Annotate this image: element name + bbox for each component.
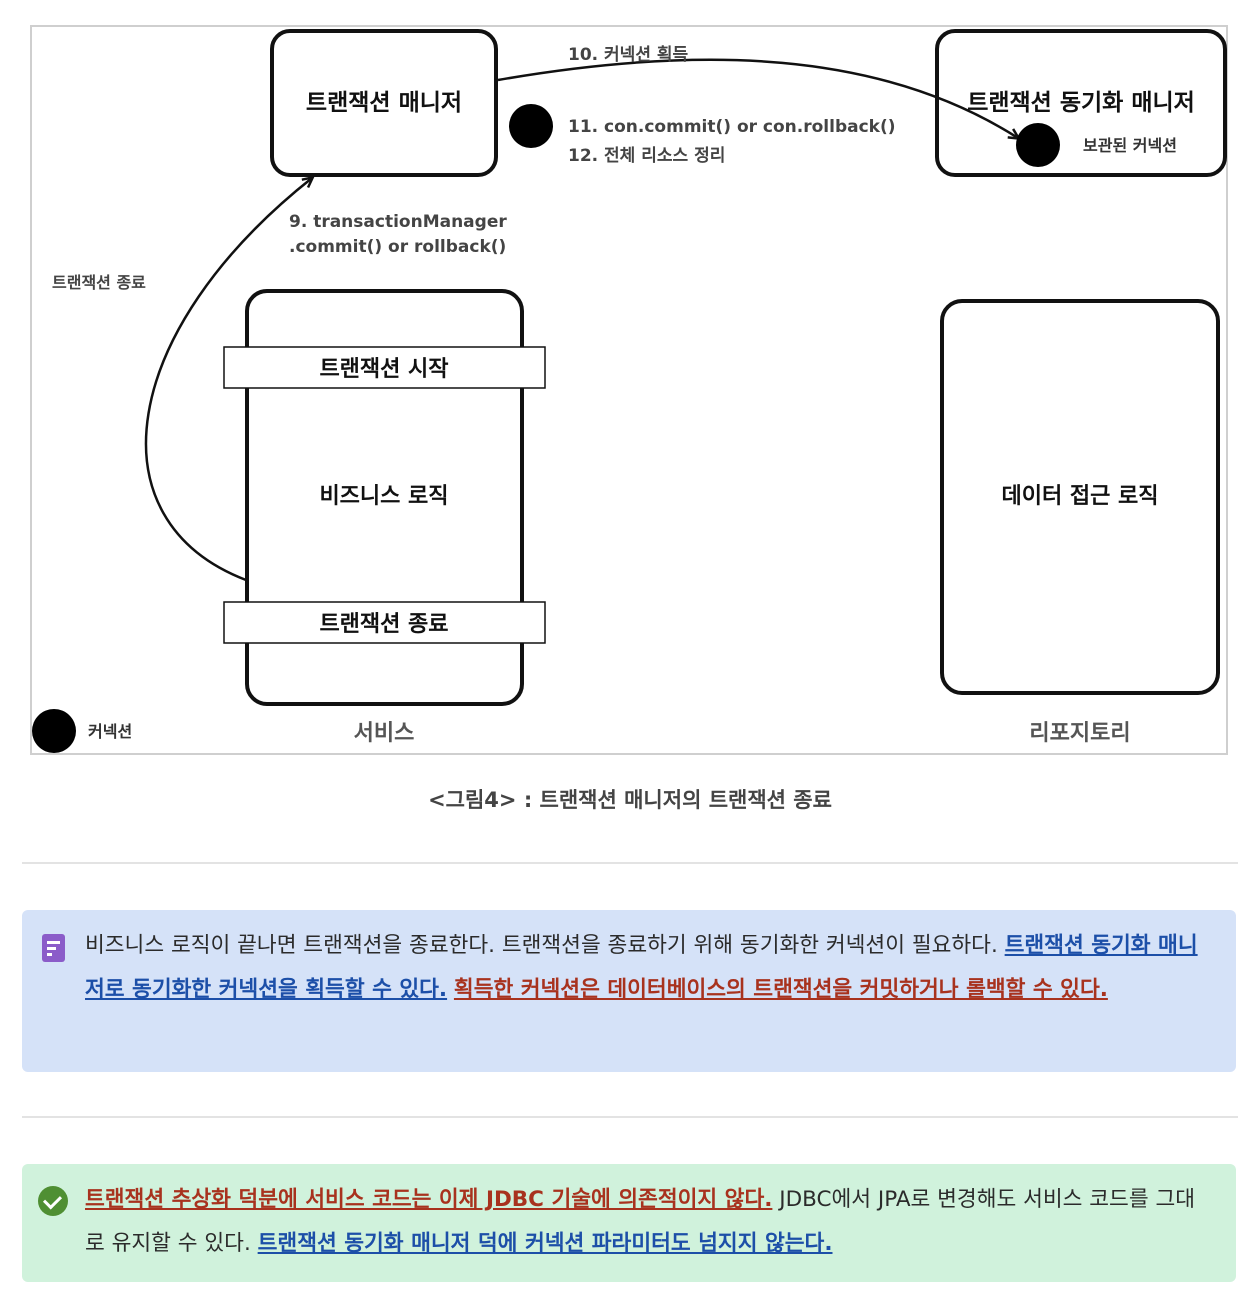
arrow-commit <box>144 178 312 582</box>
info-red-highlight: 획득한 커넥션은 데이터베이스의 트랜잭션을 커밋하거나 롤백할 수 있다. <box>453 977 1108 1002</box>
note-icon <box>42 934 65 962</box>
ok-red-highlight: 트랜잭션 추상화 덕분에 서비스 코드는 이제 JDBC 기술에 의존적이지 않… <box>85 1187 773 1212</box>
tx-end-bar <box>223 601 546 644</box>
tx-end-side-label: 트랜잭션 종료 <box>52 273 146 292</box>
transaction-manager-box <box>270 29 498 177</box>
repository-label: 리포지토리 <box>1029 721 1130 746</box>
ok-blue-highlight: 트랜잭션 동기화 매니저 덕에 커넥션 파라미터도 넘지지 않는다. <box>257 1231 833 1256</box>
check-icon <box>38 1186 68 1216</box>
info-callout: 비즈니스 로직이 끝나면 트랜잭션을 종료한다. 트랜잭션을 종료하기 위해 동… <box>22 910 1236 1072</box>
step-11-label: 11. con.commit() or con.rollback() <box>568 117 896 137</box>
info-callout-text: 비즈니스 로직이 끝나면 트랜잭션을 종료한다. 트랜잭션을 종료하기 위해 동… <box>85 924 1210 1012</box>
sync-manager-label: 트랜잭션 동기화 매니저 <box>967 90 1195 116</box>
transaction-diagram: 트랜잭션 매니저 트랜잭션 동기화 매니저 보관된 커넥션 10. 커넥션 획득… <box>30 25 1228 755</box>
success-callout: 트랜잭션 추상화 덕분에 서비스 코드는 이제 JDBC 기술에 의존적이지 않… <box>22 1164 1236 1282</box>
service-box <box>245 289 524 706</box>
divider-2 <box>22 1116 1238 1118</box>
repository-box <box>940 299 1220 695</box>
connection-dot-manager <box>509 104 553 148</box>
data-access-logic-label: 데이터 접근 로직 <box>1002 484 1159 509</box>
transaction-manager-label: 트랜잭션 매니저 <box>306 90 462 116</box>
step-12-label: 12. 전체 리소스 정리 <box>568 146 725 166</box>
connection-legend-label: 커넥션 <box>88 722 132 741</box>
step-10-label: 10. 커넥션 획득 <box>568 45 689 65</box>
success-callout-text: 트랜잭션 추상화 덕분에 서비스 코드는 이제 JDBC 기술에 의존적이지 않… <box>85 1178 1210 1266</box>
service-label: 서비스 <box>354 721 415 746</box>
business-logic-label: 비즈니스 로직 <box>319 484 448 509</box>
connection-dot-stored <box>1016 123 1060 167</box>
info-blue-highlight: 트랜잭션 동기화 매니저로 동기화한 커넥션을 획득할 수 있다. <box>85 933 1198 1002</box>
step-9-label-line2: .commit() or rollback() <box>289 237 506 257</box>
step-9-label-line1: 9. transactionManager <box>289 212 507 232</box>
divider-1 <box>22 862 1238 864</box>
tx-end-label: 트랜잭션 종료 <box>319 612 448 637</box>
arrow-get-connection <box>497 58 1018 138</box>
figure-caption: <그림4> : 트랜잭션 매니저의 트랜잭션 종료 <box>428 788 832 812</box>
stored-connection-label: 보관된 커넥션 <box>1083 136 1177 155</box>
tx-start-bar <box>223 346 546 389</box>
connection-dot-legend <box>32 709 76 753</box>
info-plain-text: 비즈니스 로직이 끝나면 트랜잭션을 종료한다. 트랜잭션을 종료하기 위해 동… <box>85 933 1005 958</box>
ok-plain-text: JDBC에서 JPA로 변경해도 서비스 코드를 그대로 유지할 수 있다. <box>85 1187 1196 1256</box>
tx-start-label: 트랜잭션 시작 <box>319 357 448 382</box>
